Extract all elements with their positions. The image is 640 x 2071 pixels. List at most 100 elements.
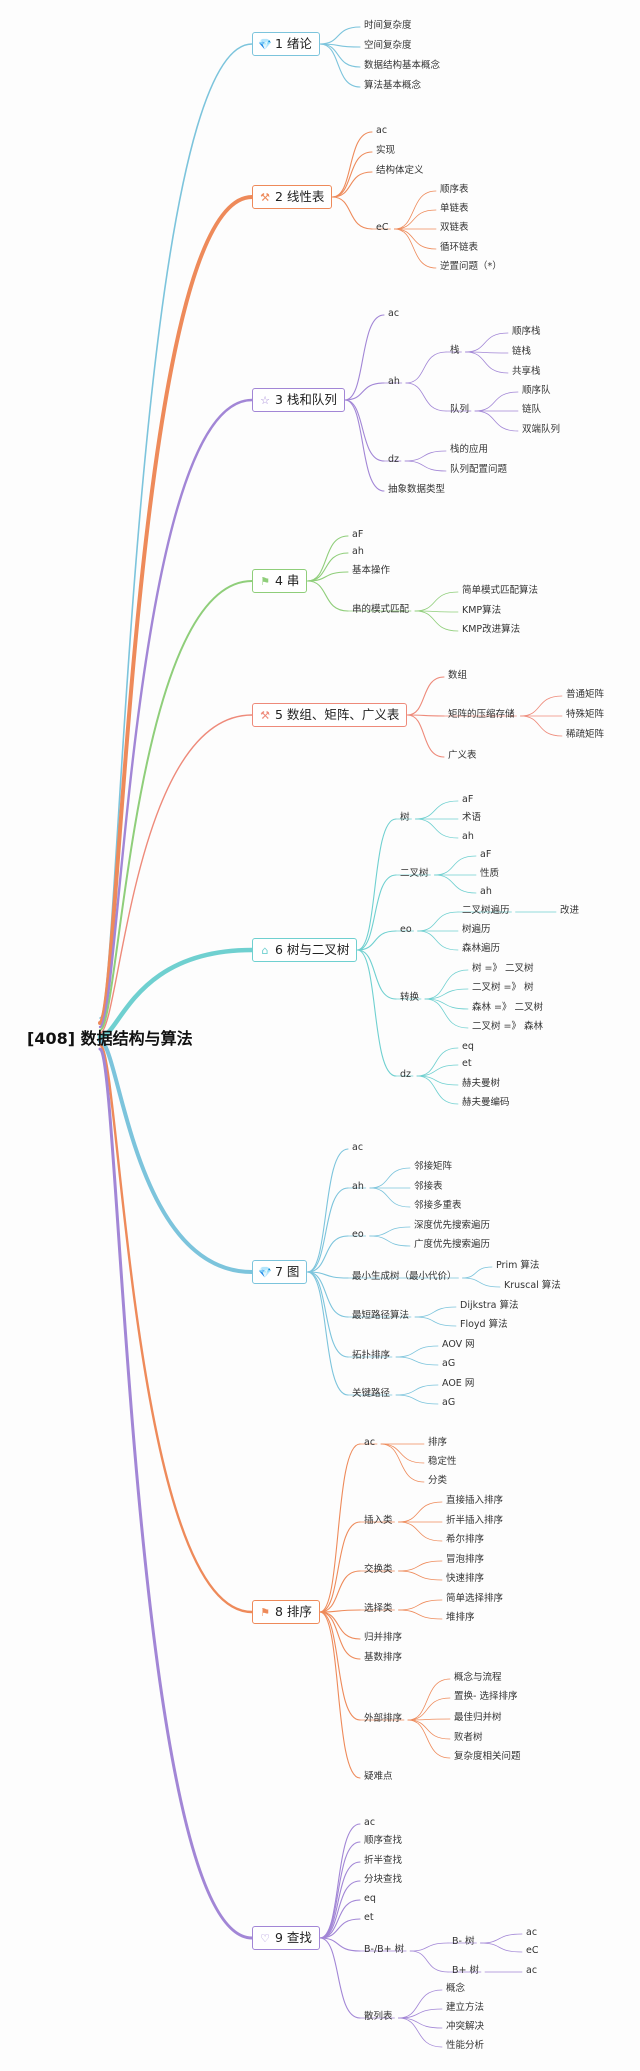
mind-map-node[interactable]: 循环链表 — [440, 242, 479, 253]
mind-map-node[interactable]: 冲突解决 — [446, 2021, 485, 2032]
mind-map-node[interactable]: AOE 网 — [442, 1378, 475, 1389]
mind-map-node[interactable]: 单链表 — [440, 203, 469, 214]
mind-map-node[interactable]: 双端队列 — [522, 424, 561, 435]
mind-map-node[interactable]: 实现 — [376, 145, 396, 156]
mind-map-node[interactable]: 算法基本概念 — [364, 80, 422, 91]
mind-map-node[interactable]: Floyd 算法 — [460, 1319, 508, 1330]
mind-map-node[interactable]: 树 — [400, 812, 410, 823]
mind-map-node[interactable]: dz — [400, 1069, 412, 1080]
mind-map-node[interactable]: 时间复杂度 — [364, 20, 412, 31]
branch-topic[interactable]: ⚑8 排序 — [252, 1600, 320, 1624]
mind-map-node[interactable]: 森林遍历 — [462, 943, 501, 954]
mind-map-node[interactable]: 队列配置问题 — [450, 464, 508, 475]
mind-map-node[interactable]: Kruscal 算法 — [504, 1280, 561, 1291]
mind-map-node[interactable]: 堆排序 — [446, 1612, 475, 1623]
mind-map-node[interactable]: 最小生成树（最小代价） — [352, 1271, 457, 1282]
mind-map-node[interactable]: 建立方法 — [446, 2002, 485, 2013]
mind-map-node[interactable]: AOV 网 — [442, 1339, 475, 1350]
mind-map-node[interactable]: 特殊矩阵 — [566, 709, 605, 720]
branch-topic[interactable]: ☆3 栈和队列 — [252, 388, 345, 412]
mind-map-node[interactable]: ah — [352, 546, 364, 557]
mind-map-node[interactable]: 广度优先搜索遍历 — [414, 1239, 491, 1250]
mind-map-node[interactable]: ah — [480, 886, 492, 897]
mind-map-node[interactable]: 森林 =》 二叉树 — [472, 1002, 543, 1013]
mind-map-node[interactable]: 置换- 选择排序 — [454, 1691, 518, 1702]
mind-map-node[interactable]: 二叉树遍历 — [462, 905, 510, 916]
mind-map-node[interactable]: 败者树 — [454, 1732, 483, 1743]
mind-map-node[interactable]: 链栈 — [512, 346, 532, 357]
mind-map-node[interactable]: ah — [462, 831, 474, 842]
root-topic[interactable]: [408] 数据结构与算法 — [27, 1029, 193, 1048]
mind-map-node[interactable]: 赫夫曼树 — [462, 1078, 501, 1089]
mind-map-node[interactable]: 希尔排序 — [446, 1534, 485, 1545]
mind-map-node[interactable]: 栈 — [450, 345, 460, 356]
mind-map-node[interactable]: 基本操作 — [352, 565, 391, 576]
mind-map-node[interactable]: 拓扑排序 — [352, 1350, 391, 1361]
mind-map-node[interactable]: 性能分析 — [446, 2040, 485, 2051]
mind-map-node[interactable]: ah — [388, 376, 400, 387]
mind-map-node[interactable]: ac — [376, 125, 388, 136]
mind-map-node[interactable]: Dijkstra 算法 — [460, 1300, 519, 1311]
mind-map-node[interactable]: 性质 — [480, 868, 500, 879]
mind-map-node[interactable]: aG — [442, 1358, 456, 1369]
mind-map-node[interactable]: Prim 算法 — [496, 1260, 540, 1271]
mind-map-node[interactable]: aF — [480, 849, 492, 860]
mind-map-node[interactable]: 疑难点 — [364, 1771, 393, 1782]
mind-map-node[interactable]: eC — [376, 222, 389, 233]
mind-map-node[interactable]: 简单模式匹配算法 — [462, 585, 539, 596]
mind-map-node[interactable]: eo — [400, 924, 412, 935]
mind-map-node[interactable]: 赫夫曼编码 — [462, 1097, 510, 1108]
branch-topic[interactable]: 💎1 绪论 — [252, 32, 320, 56]
mind-map-node[interactable]: aF — [462, 794, 474, 805]
mind-map-node[interactable]: dz — [388, 454, 400, 465]
mind-map-node[interactable]: aF — [352, 529, 364, 540]
mind-map-node[interactable]: 双链表 — [440, 222, 469, 233]
mind-map-node[interactable]: 顺序表 — [440, 184, 469, 195]
mind-map-node[interactable]: 树遍历 — [462, 924, 491, 935]
mind-map-node[interactable]: 矩阵的压缩存储 — [448, 709, 515, 720]
mind-map-node[interactable]: 排序 — [428, 1437, 448, 1448]
mind-map-node[interactable]: 冒泡排序 — [446, 1554, 485, 1565]
mind-map-node[interactable]: 空间复杂度 — [364, 40, 412, 51]
branch-topic[interactable]: ⌂6 树与二叉树 — [252, 938, 358, 962]
branch-topic[interactable]: ♡9 查找 — [252, 1926, 320, 1950]
mind-map-node[interactable]: 外部排序 — [364, 1713, 403, 1724]
branch-topic[interactable]: 💎7 图 — [252, 1260, 308, 1284]
mind-map-node[interactable]: aG — [442, 1397, 456, 1408]
mind-map-node[interactable]: eq — [462, 1041, 474, 1052]
mind-map-node[interactable]: B-/B+ 树 — [364, 1944, 405, 1955]
mind-map-node[interactable]: eq — [364, 1893, 376, 1904]
mind-map-node[interactable]: ac — [352, 1142, 364, 1153]
mind-map-node[interactable]: ac — [364, 1817, 376, 1828]
mind-map-node[interactable]: 分类 — [428, 1475, 448, 1486]
mind-map-node[interactable]: 折半插入排序 — [446, 1515, 504, 1526]
mind-map-node[interactable]: 交换类 — [364, 1564, 393, 1575]
mind-map-node[interactable]: 术语 — [462, 812, 482, 823]
mind-map-node[interactable]: ah — [352, 1181, 364, 1192]
mind-map-node[interactable]: 结构体定义 — [376, 165, 424, 176]
mind-map-node[interactable]: 队列 — [450, 404, 470, 415]
mind-map-node[interactable]: 邻接矩阵 — [414, 1161, 453, 1172]
branch-topic[interactable]: ⚑4 串 — [252, 569, 308, 593]
mind-map-node[interactable]: eC — [526, 1945, 539, 1956]
mind-map-node[interactable]: 改进 — [560, 905, 580, 916]
mind-map-node[interactable]: 树 =》 二叉树 — [472, 963, 534, 974]
mind-map-node[interactable]: 折半查找 — [364, 1855, 403, 1866]
mind-map-node[interactable]: ac — [364, 1437, 376, 1448]
mind-map-node[interactable]: ac — [526, 1965, 538, 1976]
mind-map-node[interactable]: 数组 — [448, 670, 468, 681]
mind-map-node[interactable]: 概念 — [446, 1983, 466, 1994]
mind-map-node[interactable]: 顺序查找 — [364, 1835, 403, 1846]
mind-map-node[interactable]: 归并排序 — [364, 1632, 403, 1643]
mind-map-node[interactable]: 基数排序 — [364, 1652, 403, 1663]
mind-map-node[interactable]: 普通矩阵 — [566, 689, 605, 700]
mind-map-node[interactable]: 散列表 — [364, 2011, 393, 2022]
mind-map-node[interactable]: ac — [388, 308, 400, 319]
mind-map-node[interactable]: 转换 — [400, 992, 420, 1003]
mind-map-node[interactable]: 广义表 — [448, 750, 477, 761]
mind-map-node[interactable]: 简单选择排序 — [446, 1593, 504, 1604]
mind-map-node[interactable]: 深度优先搜索遍历 — [414, 1220, 491, 1231]
mind-map-node[interactable]: 插入类 — [364, 1515, 393, 1526]
mind-map-node[interactable]: 链队 — [522, 404, 542, 415]
mind-map-node[interactable]: 抽象数据类型 — [388, 484, 446, 495]
